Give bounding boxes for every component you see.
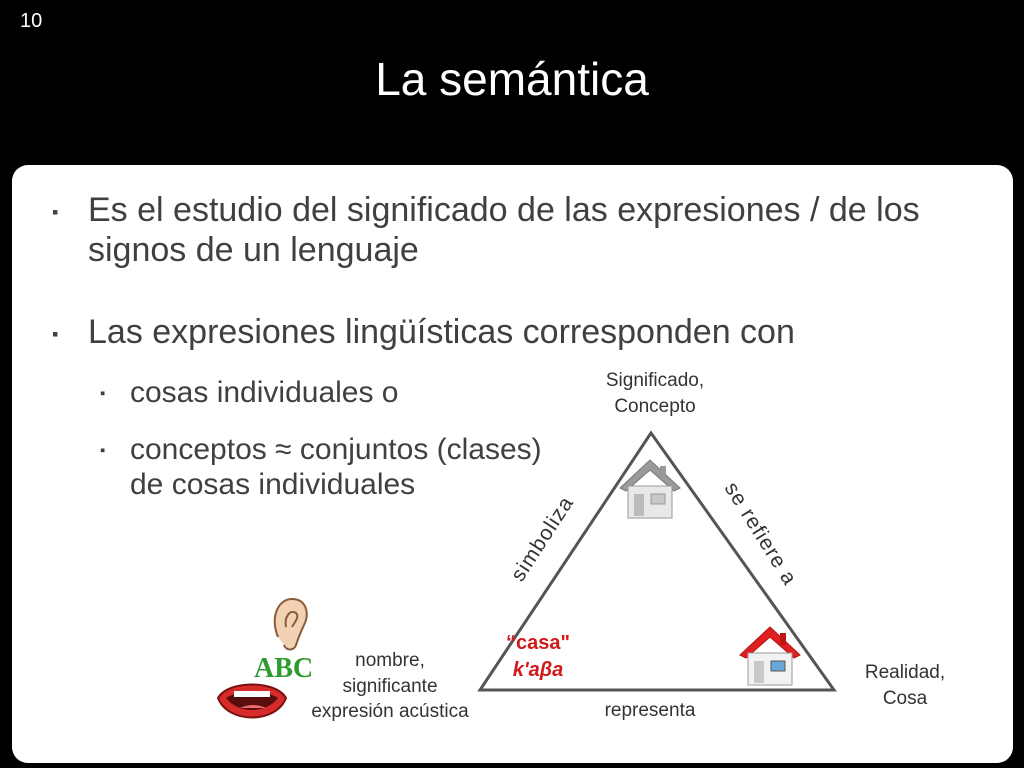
- content-panel: [12, 165, 1013, 763]
- bottom-right-vertex-label: Realidad, Cosa: [864, 662, 946, 709]
- bullet-1-text: Es el estudio del significado de las exp…: [88, 191, 920, 270]
- bullet-1: ▪ Es el estudio del significado de las e…: [52, 190, 1008, 270]
- bullet-marker: ▪: [52, 324, 59, 344]
- red-house-icon: [739, 626, 801, 686]
- slide-number: 10: [20, 10, 43, 32]
- phonetic-transcription: k'aβa: [512, 659, 564, 681]
- ear-icon: [273, 597, 308, 651]
- word-example: “casa" k'aβa: [478, 630, 598, 684]
- word-casa: “casa": [506, 632, 570, 654]
- triangle-shape: [477, 430, 837, 692]
- top-vertex-label: Significado, Concepto: [605, 370, 705, 417]
- bullet-marker: ▪: [52, 202, 59, 222]
- bottom-left-vertex-label: nombre, significante expresión acústica: [311, 650, 469, 723]
- mouth-icon: [216, 683, 288, 719]
- slide-title: La semántica: [375, 53, 649, 105]
- gray-house-icon: [619, 459, 681, 519]
- subbullet-marker: ▪: [100, 442, 106, 459]
- bottom-edge-label: representa: [604, 700, 696, 721]
- subbullet-1: ▪ cosas individuales o: [100, 375, 550, 410]
- bullet-2: ▪ Las expresiones lingüísticas correspon…: [52, 312, 1008, 352]
- abc-letters-icon: ABC: [254, 653, 313, 684]
- subbullet-marker: ▪: [100, 385, 106, 402]
- bullet-2-text: Las expresiones lingüísticas corresponde…: [88, 313, 795, 351]
- subbullet-2: ▪ conceptos ≈ conjuntos (clases) de cosa…: [100, 432, 550, 503]
- abc-text: ABC: [254, 653, 313, 684]
- subbullet-1-text: cosas individuales o: [130, 376, 399, 409]
- subbullet-2-text: conceptos ≈ conjuntos (clases) de cosas …: [130, 433, 542, 502]
